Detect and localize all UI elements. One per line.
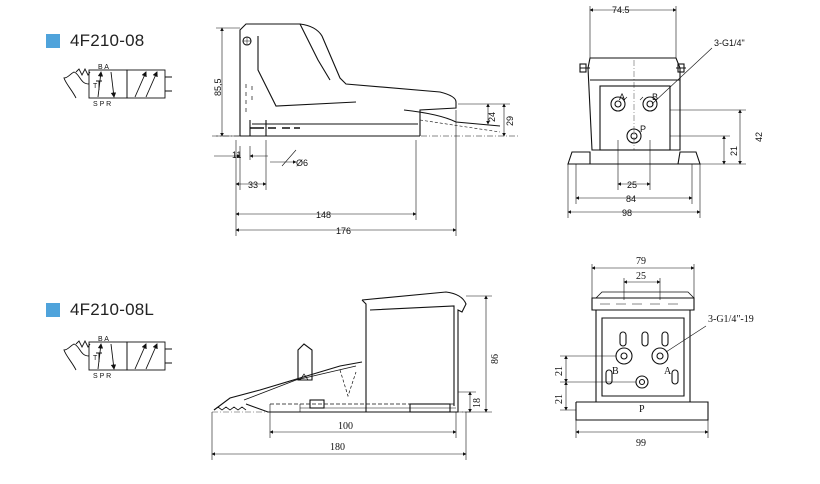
dim-21-bottom-a: 21	[554, 366, 565, 376]
dim-25-top: 25	[627, 180, 637, 190]
blue-square-icon	[46, 34, 60, 48]
dim-180: 180	[330, 442, 345, 453]
dim-18: 18	[472, 398, 483, 408]
dim-33: 33	[248, 180, 258, 190]
dim-84-top: 84	[626, 194, 636, 204]
dim-79: 79	[636, 256, 646, 267]
ports-label-top: 3-G1/4"	[714, 38, 745, 48]
dim-100: 100	[338, 421, 353, 432]
port-b-bottom: B	[612, 366, 619, 377]
port-b-top: B	[652, 92, 658, 102]
dim-98-top: 98	[622, 208, 632, 218]
port-a-top: A	[619, 92, 625, 102]
dimension-lines-bottom-side	[211, 295, 492, 460]
dimension-lines-bottom-front	[560, 264, 709, 438]
port-p-top: P	[640, 124, 646, 134]
dim-21-top: 21	[729, 146, 739, 156]
ports-label-bottom: 3-G1/4"-19	[708, 314, 754, 325]
model-name: 4F210-08	[70, 31, 145, 50]
dimension-lines-top-front	[567, 6, 746, 218]
port-a-bottom: A	[664, 366, 672, 377]
dim-height-side: 85,5	[213, 78, 223, 96]
dim-25-bottom: 25	[636, 271, 646, 282]
schematic-label-top: B A	[98, 64, 109, 71]
blue-square-icon	[46, 303, 60, 317]
dim-11: 11	[232, 150, 241, 160]
model-name: 4F210-08L	[70, 300, 155, 319]
pedal-side-view-bottom	[212, 291, 470, 413]
schematic-label-t: T	[93, 355, 98, 362]
dim-86: 86	[490, 354, 501, 364]
pedal-side-view-top	[212, 23, 520, 137]
dimension-lines-top-side	[214, 27, 510, 236]
dim-21-bottom-b: 21	[554, 394, 565, 404]
schematic-label-t: T	[93, 83, 98, 90]
dim-width-top: 74.5	[612, 5, 630, 15]
schematic-label-top: B A	[98, 336, 109, 343]
dim-99: 99	[636, 438, 646, 449]
model-title-2: 4F210-08L	[46, 300, 154, 320]
dim-42-top: 42	[754, 132, 764, 142]
dim-6: Ø6	[296, 158, 308, 168]
model-title-1: 4F210-08	[46, 31, 144, 51]
valve-schematic-1	[63, 67, 172, 99]
port-p-bottom: P	[639, 404, 645, 415]
dim-148: 148	[316, 210, 331, 220]
dim-29: 29	[505, 116, 515, 126]
valve-schematic-2	[63, 339, 172, 371]
schematic-label-bottom: S P R	[93, 101, 111, 108]
schematic-label-bottom: S P R	[93, 373, 111, 380]
dim-24: 24	[487, 112, 497, 122]
dim-176: 176	[336, 226, 351, 236]
